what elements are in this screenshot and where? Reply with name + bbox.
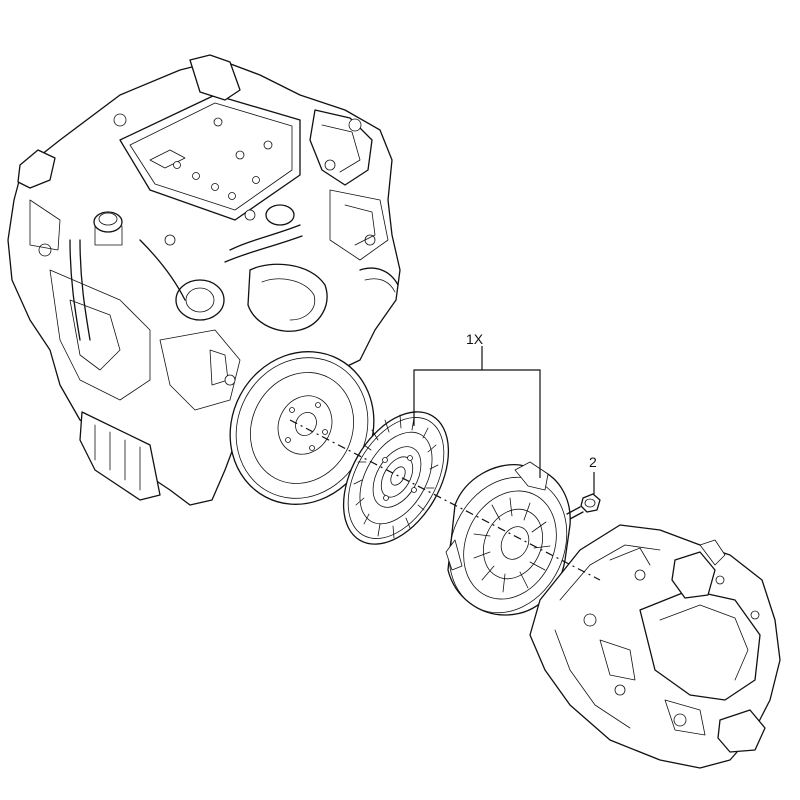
transmission-assembly [529,524,781,769]
flywheel [229,351,375,505]
kit-callout-bracket [413,346,541,478]
pressure-plate [445,461,571,616]
kit-callout-label: 1X [466,331,484,347]
bolt-callout-label: 2 [589,454,597,470]
center-axis-line [289,419,601,581]
bolt [566,493,601,520]
